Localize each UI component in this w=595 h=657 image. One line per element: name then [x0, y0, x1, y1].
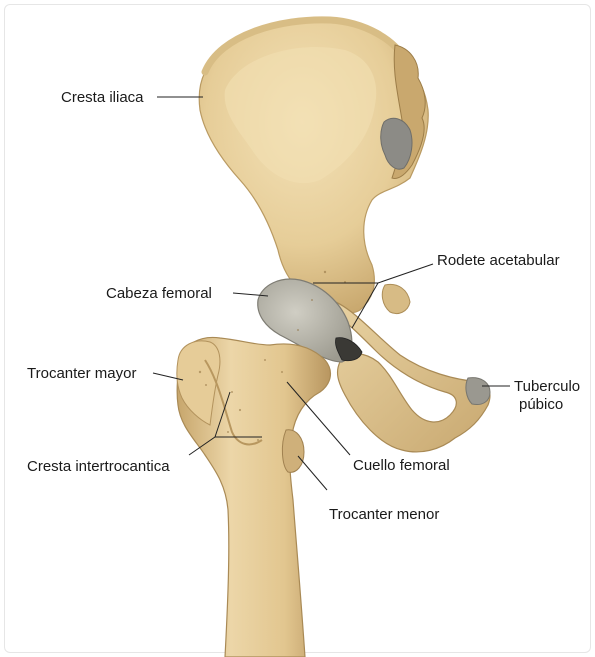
pubic-tubercle	[466, 378, 490, 405]
label-tuberculo-line2: púbico	[519, 396, 563, 413]
label-tuberculo-line1: Tuberculo	[514, 378, 580, 395]
pubic-ramus	[330, 300, 490, 452]
label-cresta-iliaca: Cresta iliaca	[61, 89, 144, 106]
label-cresta-intertrocantica: Cresta intertrocantica	[27, 458, 170, 475]
lesser-trochanter	[282, 430, 304, 473]
label-cabeza-femoral: Cabeza femoral	[106, 285, 212, 302]
label-cuello-femoral: Cuello femoral	[353, 457, 450, 474]
label-trocanter-mayor: Trocanter mayor	[27, 365, 136, 382]
anterior-inferior-spine	[382, 284, 410, 313]
label-rodete-acetabular: Rodete acetabular	[437, 252, 560, 269]
leader-trocanter-menor	[298, 456, 327, 490]
label-trocanter-menor: Trocanter menor	[329, 506, 439, 523]
